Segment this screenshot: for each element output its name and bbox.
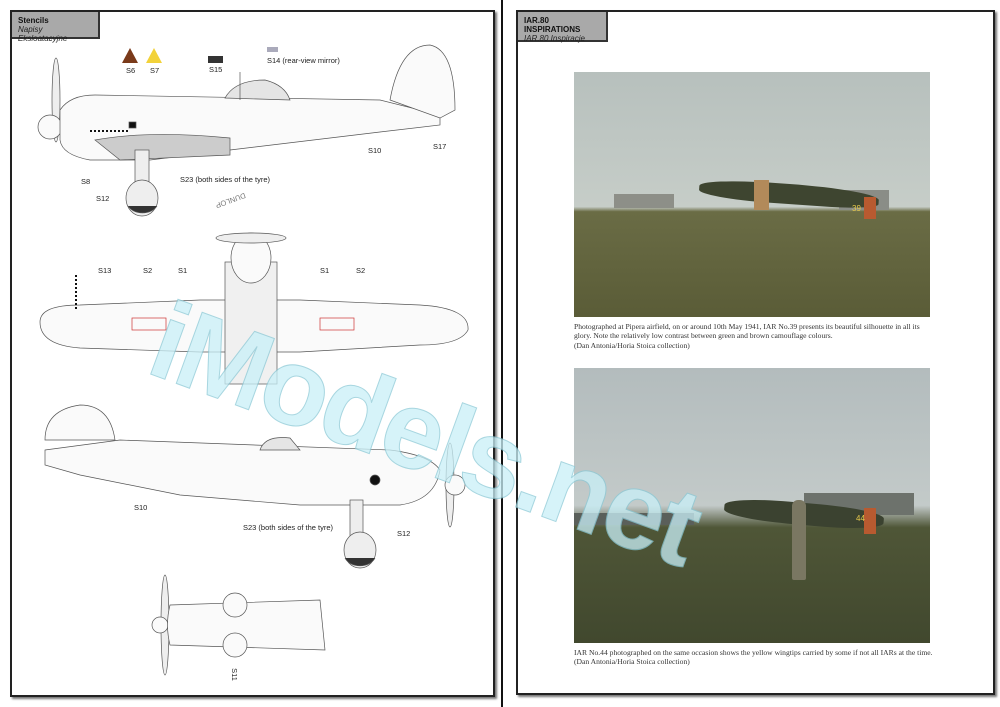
page-subtitle: Napisy Eksloatacyjne <box>18 25 68 43</box>
label-s1-left: S1 <box>178 266 188 275</box>
label-s2-right: S2 <box>356 266 366 275</box>
page-header: IAR.80 INSPIRATIONS IAR.80 Inspiracje <box>518 12 608 43</box>
page-header: Stencils Napisy Eksloatacyjne <box>12 12 100 43</box>
photo-iar-39: 39 <box>574 72 930 317</box>
label-s13: S13 <box>98 266 112 275</box>
page-divider <box>501 0 503 707</box>
label-s10-bottom: S10 <box>134 503 148 512</box>
aircraft-number: 44 <box>856 514 865 523</box>
stencil-s6-icon <box>122 48 138 63</box>
aircraft-number: 39 <box>852 204 861 213</box>
page-title: IAR.80 INSPIRATIONS <box>524 16 581 34</box>
label-s8: S8 <box>81 177 91 186</box>
label-s11: S11 <box>229 668 239 681</box>
label-s15: S15 <box>209 65 223 74</box>
caption-text: Photographed at Pipera airfield, on or a… <box>574 322 920 341</box>
page-subtitle: IAR.80 Inspiracje <box>524 34 585 43</box>
photo-iar-44: 44 <box>574 368 930 643</box>
page-title: Stencils <box>18 16 49 25</box>
caption-text: IAR No.44 photographed on the same occas… <box>574 648 933 657</box>
label-s14: S14 (rear-view mirror) <box>267 56 340 65</box>
caption-credit: (Dan Antonia/Horia Stoica collection) <box>574 340 690 350</box>
label-s17: S17 <box>433 142 447 151</box>
label-s23: S23 (both sides of the tyre) <box>180 175 271 184</box>
label-s2-left: S2 <box>143 266 153 275</box>
label-s23-bottom: S23 (both sides of the tyre) <box>243 523 334 532</box>
label-s12-bottom: S12 <box>397 529 411 538</box>
label-s10: S10 <box>368 146 382 155</box>
label-s1-right: S1 <box>320 266 330 275</box>
label-s6: S6 <box>126 66 136 75</box>
stencil-drawings <box>37 44 469 676</box>
wing-plan-view <box>39 232 469 385</box>
stencil-s7-icon <box>146 48 162 63</box>
stencil-s15-icon <box>208 56 223 63</box>
label-s12: S12 <box>96 194 110 203</box>
label-s7: S7 <box>150 66 160 75</box>
photo-caption-2: IAR No.44 photographed on the same occas… <box>574 648 936 667</box>
side-view-top-aircraft <box>37 44 456 217</box>
caption-credit: (Dan Antonia/Horia Stoica collection) <box>574 657 690 667</box>
bottom-view-aircraft <box>151 574 326 676</box>
photo-caption-1: Photographed at Pipera airfield, on or a… <box>574 322 936 350</box>
stencil-s14-icon <box>267 47 278 52</box>
side-view-bottom-aircraft <box>44 404 466 569</box>
